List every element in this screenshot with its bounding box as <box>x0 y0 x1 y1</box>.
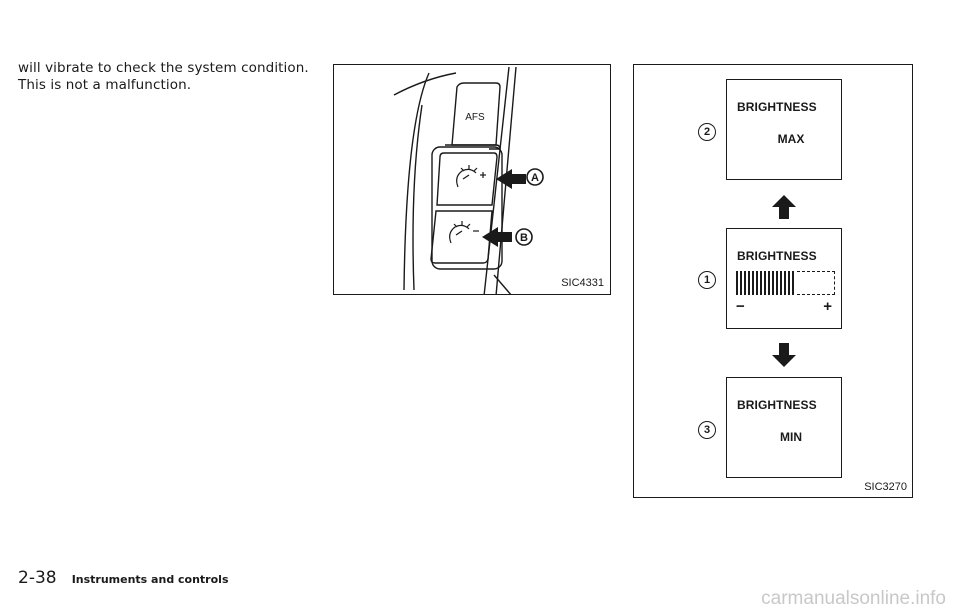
afs-switch-outline <box>451 82 501 146</box>
page-number: 2-38 <box>18 568 57 588</box>
plus-label: + <box>823 298 832 315</box>
brightness-figure: 2 BRIGHTNESS MAX 1 BRIGHTNESS − + 3 BRIG… <box>633 64 913 498</box>
callout-b-circle <box>515 228 533 246</box>
body-text-line-2: This is not a malfunction. <box>18 77 192 93</box>
section-title: Instruments and controls <box>71 573 229 586</box>
figure-code: SIC3270 <box>864 481 907 493</box>
callout-b-label: B <box>520 232 528 244</box>
arrow-down-icon <box>772 343 796 367</box>
button-b-outline <box>430 210 493 264</box>
callout-3: 3 <box>698 421 716 439</box>
panel-title: BRIGHTNESS <box>737 249 817 263</box>
switch-housing <box>431 146 503 270</box>
watermark: carmanualsonline.info <box>761 588 946 609</box>
dash-curve-inner <box>412 104 423 291</box>
panel-bottom-line <box>493 274 512 294</box>
callout-a-circle <box>526 168 544 186</box>
body-text: will vibrate to check the system conditi… <box>18 60 318 94</box>
callout-a-label: A <box>531 172 539 184</box>
switch-illustration: AFS A B <box>393 66 544 294</box>
arrow-up-icon <box>772 195 796 219</box>
brightness-level-bar <box>736 271 835 295</box>
dash-curve-outer <box>393 72 457 96</box>
brightness-level-panel: BRIGHTNESS − + <box>726 228 842 329</box>
panel-title: BRIGHTNESS <box>737 100 817 114</box>
arrow-b-icon <box>482 227 512 247</box>
instrument-brightness-minus-icon <box>449 221 479 244</box>
button-a-outline <box>436 152 498 206</box>
brightness-max-panel: BRIGHTNESS MAX <box>726 79 842 180</box>
dash-curve-left <box>403 72 430 291</box>
page-footer: 2-38 Instruments and controls <box>18 568 229 588</box>
callout-2: 2 <box>698 123 716 141</box>
panel-value-min: MIN <box>780 430 802 444</box>
arrow-a-icon <box>496 169 526 189</box>
panel-value-max: MAX <box>777 132 805 146</box>
switch-figure: AFS A B SIC4331 <box>333 64 611 295</box>
panel-title: BRIGHTNESS <box>737 398 817 412</box>
minus-label: − <box>736 298 745 315</box>
body-text-line-1: will vibrate to check the system conditi… <box>18 60 309 76</box>
afs-label: AFS <box>465 112 485 123</box>
brightness-min-panel: BRIGHTNESS MIN <box>726 377 842 478</box>
callout-1: 1 <box>698 271 716 289</box>
instrument-brightness-plus-icon <box>456 165 486 188</box>
brightness-level-empty <box>797 271 835 295</box>
brightness-level-fill <box>736 271 794 295</box>
figure-code: SIC4331 <box>561 277 604 289</box>
